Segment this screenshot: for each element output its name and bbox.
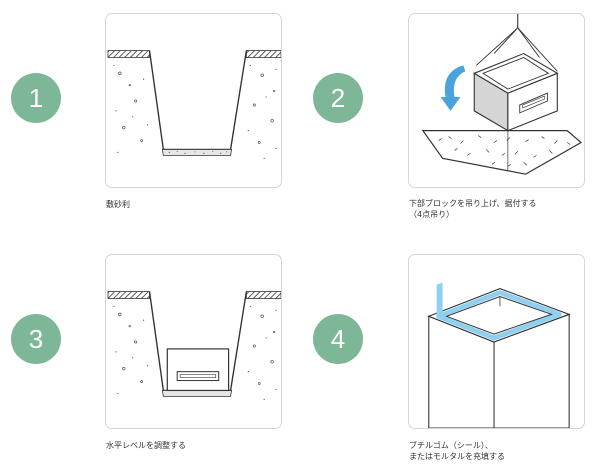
block-leveling-diagram (107, 291, 281, 400)
trench-gravel-diagram (107, 50, 281, 159)
soil-speckles-right (252, 314, 276, 385)
step-2-caption-line-1: 下部ブロックを吊り上げ、据付する (409, 199, 537, 208)
gravel-dots (168, 150, 228, 154)
step-4-illustration-panel (408, 254, 585, 429)
block-side-opening (519, 92, 548, 114)
step-3-number: 3 (28, 323, 44, 354)
gravel-layer (161, 390, 233, 397)
step-4-caption-line-1: ブチルゴム（シール）、 (409, 441, 493, 450)
trench-outline (148, 50, 248, 151)
block-side-opening-inner (522, 95, 545, 109)
soil-speckles-left (118, 71, 143, 142)
lowering-arrow-icon (440, 65, 466, 111)
lifting-slings (475, 27, 558, 72)
step-2-caption: 下部ブロックを吊り上げ、据付する （4点吊り） (409, 198, 536, 220)
step-3-caption: 水平レベルを調整する (106, 440, 186, 451)
gravel-texture (438, 135, 571, 167)
lower-block-opening-inner (179, 374, 217, 378)
step-1-caption-line-1: 敷砂利 (106, 200, 130, 209)
soil-dots-left (113, 64, 149, 153)
step-1-illustration-panel (105, 13, 282, 188)
block-opening (445, 295, 553, 335)
soil-dots-right (247, 305, 277, 400)
step-4-number: 4 (330, 323, 346, 354)
soil-speckles-left (118, 312, 143, 383)
step-3-caption-line-1: 水平レベルを調整する (106, 441, 186, 450)
ground-surface-right (245, 291, 281, 299)
step-4-caption-line-2: またはモルタルを充填する (409, 452, 505, 461)
ground-surface-right (245, 50, 281, 58)
lower-block (166, 348, 230, 392)
step-2-badge: 2 (313, 73, 363, 123)
lower-block-opening (176, 371, 220, 382)
soil-dots-right (247, 64, 277, 159)
block-opening (482, 57, 550, 90)
step-3-illustration-panel (105, 254, 282, 429)
sealing-diagram (427, 282, 571, 428)
step-2-illustration-panel (408, 13, 585, 188)
step-2-number: 2 (330, 82, 346, 113)
butyl-seal-strip (436, 290, 562, 341)
step-4-badge: 4 (313, 314, 363, 364)
ground-surface-left (107, 50, 150, 58)
soil-dots-left (113, 305, 149, 394)
ground-surface-left (107, 291, 150, 299)
seal-strip-end (436, 282, 443, 316)
crane-lifting-diagram (421, 14, 583, 175)
step-1-badge: 1 (11, 73, 61, 123)
step-1-caption: 敷砂利 (106, 199, 130, 210)
step-4-caption: ブチルゴム（シール）、 またはモルタルを充填する (409, 440, 505, 462)
soil-speckles-right (252, 73, 276, 144)
gravel-ground-plane (421, 130, 583, 175)
step-2-caption-line-2: （4点吊り） (409, 210, 455, 219)
step-3-badge: 3 (11, 314, 61, 364)
step-1-number: 1 (28, 82, 44, 113)
gravel-layer (161, 149, 233, 156)
